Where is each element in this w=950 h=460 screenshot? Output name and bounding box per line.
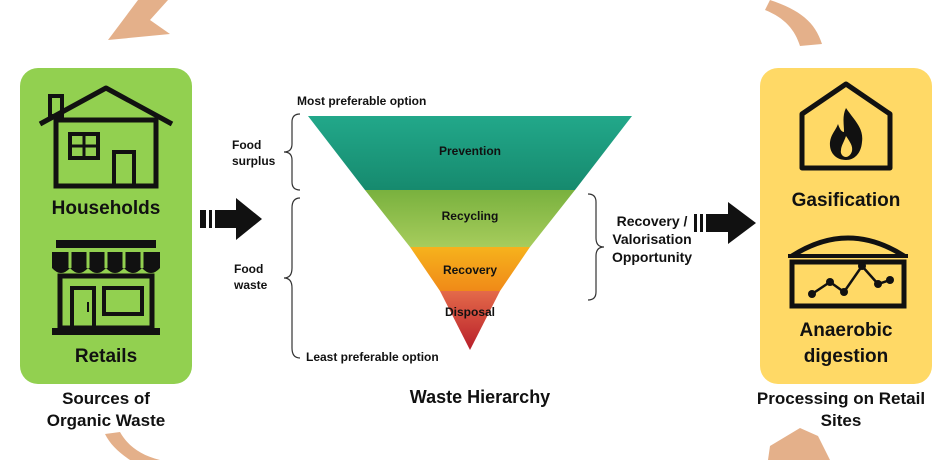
food-surplus-line1: Food: [232, 138, 262, 152]
tier-prevention: [308, 116, 632, 190]
food-waste-line1: Food: [234, 262, 264, 276]
gasification-label: Gasification: [791, 190, 901, 211]
arrow-to-hierarchy-icon: [200, 198, 262, 240]
anaerobic-line1: Anaerobic: [799, 320, 893, 341]
recovery-note-line1: Recovery /: [616, 213, 688, 229]
sources-caption-line2: Organic Waste: [46, 411, 166, 430]
digester-icon: [788, 235, 908, 309]
tier-label-prevention: Prevention: [438, 144, 501, 158]
recovery-note-line2: Valorisation: [612, 231, 692, 247]
anaerobic-digestion-label: Anaerobic digestion: [760, 318, 932, 370]
households-label: Households: [51, 198, 161, 219]
flame-building-icon: [799, 81, 893, 171]
waste-hierarchy-pyramid: [308, 116, 632, 350]
processing-caption-line1: Processing on Retail: [756, 389, 926, 408]
brace-food-surplus: [283, 113, 301, 191]
food-surplus-label: Food surplus: [232, 137, 275, 169]
sources-caption-line1: Sources of: [62, 389, 150, 408]
anaerobic-line2: digestion: [803, 346, 889, 367]
tier-label-recovery: Recovery: [442, 263, 498, 277]
brace-food-waste: [283, 197, 301, 359]
food-waste-label: Food waste: [234, 261, 267, 293]
most-preferable-note: Most preferable option: [297, 94, 427, 108]
cycle-arrow-top-left: [108, 0, 170, 40]
recovery-note-line3: Opportunity: [611, 249, 693, 265]
cycle-arrow-top-right: [765, 0, 822, 46]
tier-recycling: [365, 190, 575, 247]
retails-label: Retails: [74, 346, 138, 367]
tier-label-disposal: Disposal: [444, 305, 495, 319]
house-icon: [38, 85, 174, 189]
tier-label-recycling: Recycling: [441, 209, 499, 223]
food-surplus-line2: surplus: [232, 154, 276, 168]
least-preferable-note: Least preferable option: [306, 350, 439, 364]
processing-caption: Processing on Retail Sites: [734, 388, 948, 432]
tier-recovery: [410, 247, 530, 291]
cycle-arrow-bottom-right: [768, 428, 830, 460]
recovery-valorisation-note: Recovery / Valorisation Opportunity: [600, 212, 704, 266]
arrow-to-processing-icon: [694, 202, 756, 244]
store-icon: [52, 240, 160, 335]
sources-caption: Sources of Organic Waste: [14, 388, 198, 432]
hierarchy-caption: Waste Hierarchy: [409, 387, 551, 407]
food-waste-line2: waste: [234, 278, 268, 292]
processing-caption-line2: Sites: [820, 411, 862, 430]
cycle-arrow-bottom-left: [105, 432, 160, 460]
brace-recovery: [587, 193, 605, 301]
tier-disposal: [440, 291, 500, 350]
